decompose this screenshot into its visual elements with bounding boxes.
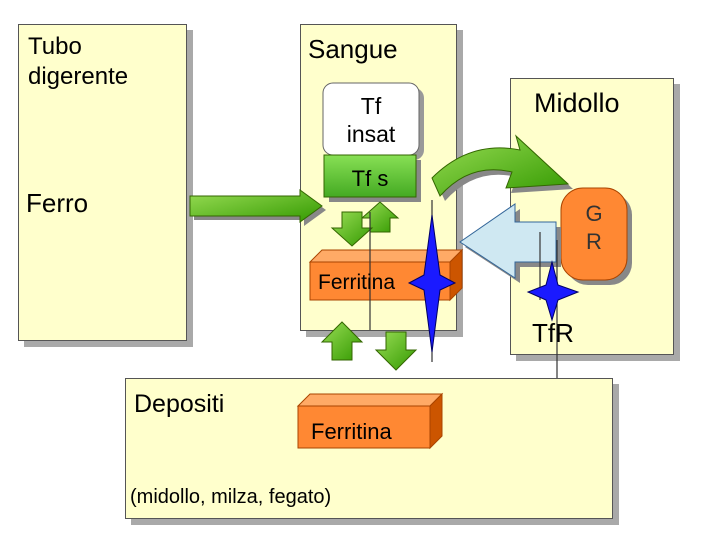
gr-line2: R: [586, 229, 602, 254]
gr-box: [560, 187, 632, 285]
ferritina-sangue-label: Ferritina: [318, 271, 396, 294]
tubo-digerente-title: Tubo digerente: [28, 32, 128, 92]
sangue-title: Sangue: [308, 34, 398, 64]
tf-s-box: [323, 154, 421, 202]
arrow-up-to-sangue: [320, 321, 364, 361]
tfr-label: TfR: [532, 318, 574, 348]
tf-s-label: Tf s: [351, 166, 389, 191]
arrow-down-to-depositi: [374, 331, 418, 371]
depositi-title: Depositi: [134, 390, 225, 418]
tfr-receptor-midollo: [526, 260, 580, 322]
ferro-label: Ferro: [26, 188, 89, 218]
tubo-title-line1: Tubo: [28, 33, 82, 60]
curved-arrow-tf-to-midollo: [431, 134, 573, 201]
tubo-title-line2: digerente: [28, 63, 129, 90]
tfr-receptor-sangue: [407, 214, 457, 353]
arrow-down-to-ferritina: [330, 211, 374, 247]
ferritina-block-depositi: [296, 392, 444, 450]
tf-insat-line1: Tf: [360, 93, 382, 119]
tf-insat-label: Tf insat: [323, 92, 419, 148]
depositi-note: (midollo, milza, fegato): [130, 486, 332, 508]
tubo-digerente-box: [18, 24, 187, 341]
ferritina-depositi-label: Ferritina: [311, 419, 392, 444]
arrow-ferro-to-sangue: [189, 189, 326, 226]
arrow-gr-to-sangue: [459, 203, 561, 283]
gr-label: G R: [561, 200, 627, 256]
midollo-title: Midollo: [534, 88, 620, 118]
arrow-up-to-tf: [360, 201, 400, 233]
gr-line1: G: [585, 201, 603, 226]
tf-insat-line2: insat: [346, 121, 396, 147]
